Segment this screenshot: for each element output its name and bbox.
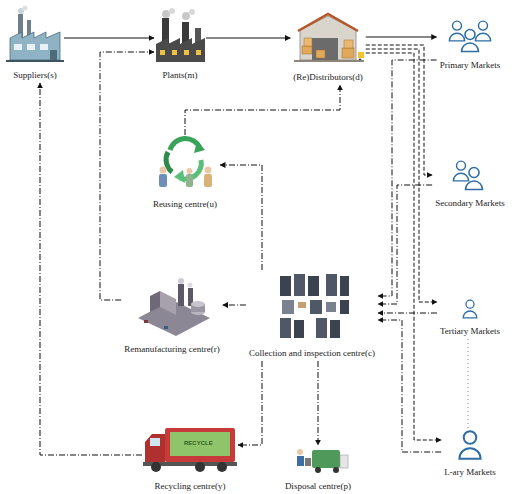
flow-connector [366, 37, 437, 38]
facility-node: Collection and inspection centre(c) [246, 270, 378, 361]
flow-connector [220, 165, 262, 270]
disposal-truck-icon [297, 449, 348, 473]
facility-node: Recycling centre(y) [142, 425, 238, 494]
node-label: (Re)Distributors(d) [292, 72, 364, 83]
facility-node: Secondary Markets [432, 158, 508, 211]
node-label: Collection and inspection centre(c) [248, 348, 376, 359]
facility-node: Disposal centre(p) [282, 445, 354, 494]
flow-connector [223, 305, 246, 306]
facility-node: (Re)Distributors(d) [290, 8, 366, 85]
node-label: Remanufacturing centre(r) [123, 344, 221, 355]
facility-node: Plants(m) [154, 12, 206, 83]
node-label: Suppliers(s) [12, 70, 58, 81]
node-label: Reusing centre(u) [152, 199, 218, 210]
facility-node: Tertiary Markets [437, 298, 503, 339]
reusing-icon [159, 138, 212, 187]
flow-connector [238, 361, 262, 445]
node-label: Recycling centre(y) [153, 481, 226, 492]
flow-connector [100, 52, 154, 300]
flow-connector [64, 38, 154, 39]
facility-node: Suppliers(s) [6, 12, 64, 83]
plant-chimneys-icon [156, 8, 205, 62]
facility-node: Reusing centre(u) [150, 135, 220, 212]
node-label: Disposal centre(p) [284, 481, 352, 492]
flow-connector [366, 45, 432, 175]
truck-lettering: RECYCLE [184, 440, 213, 446]
market-people-icons [449, 21, 490, 459]
facility-node: Primary Markets [437, 18, 504, 73]
facility-node: L-ary Markets [441, 428, 499, 480]
supplier-factory-icon [6, 6, 64, 63]
facility-node: Remanufacturing centre(r) [121, 278, 223, 357]
node-label: Secondary Markets [434, 198, 506, 209]
flow-connector [318, 361, 319, 445]
flow-connector [378, 320, 441, 452]
node-label: L-ary Markets [443, 467, 497, 478]
collection-racks-icon [280, 274, 349, 338]
distributor-warehouse-icon [294, 14, 364, 62]
flow-connector [185, 85, 340, 135]
remanufacturing-plant-icon [138, 278, 210, 336]
flow-connector [378, 185, 432, 304]
node-label: Plants(m) [162, 70, 199, 81]
flow-connector [40, 83, 142, 455]
flow-connector [366, 49, 437, 302]
flow-connector [206, 38, 290, 39]
flow-connector [378, 60, 437, 296]
node-label: Primary Markets [439, 60, 502, 71]
flow-connector [378, 313, 437, 314]
node-label: Tertiary Markets [439, 326, 501, 337]
flow-connector [366, 53, 441, 440]
flow-connector [468, 339, 469, 428]
recycling-truck-icon [143, 428, 237, 472]
